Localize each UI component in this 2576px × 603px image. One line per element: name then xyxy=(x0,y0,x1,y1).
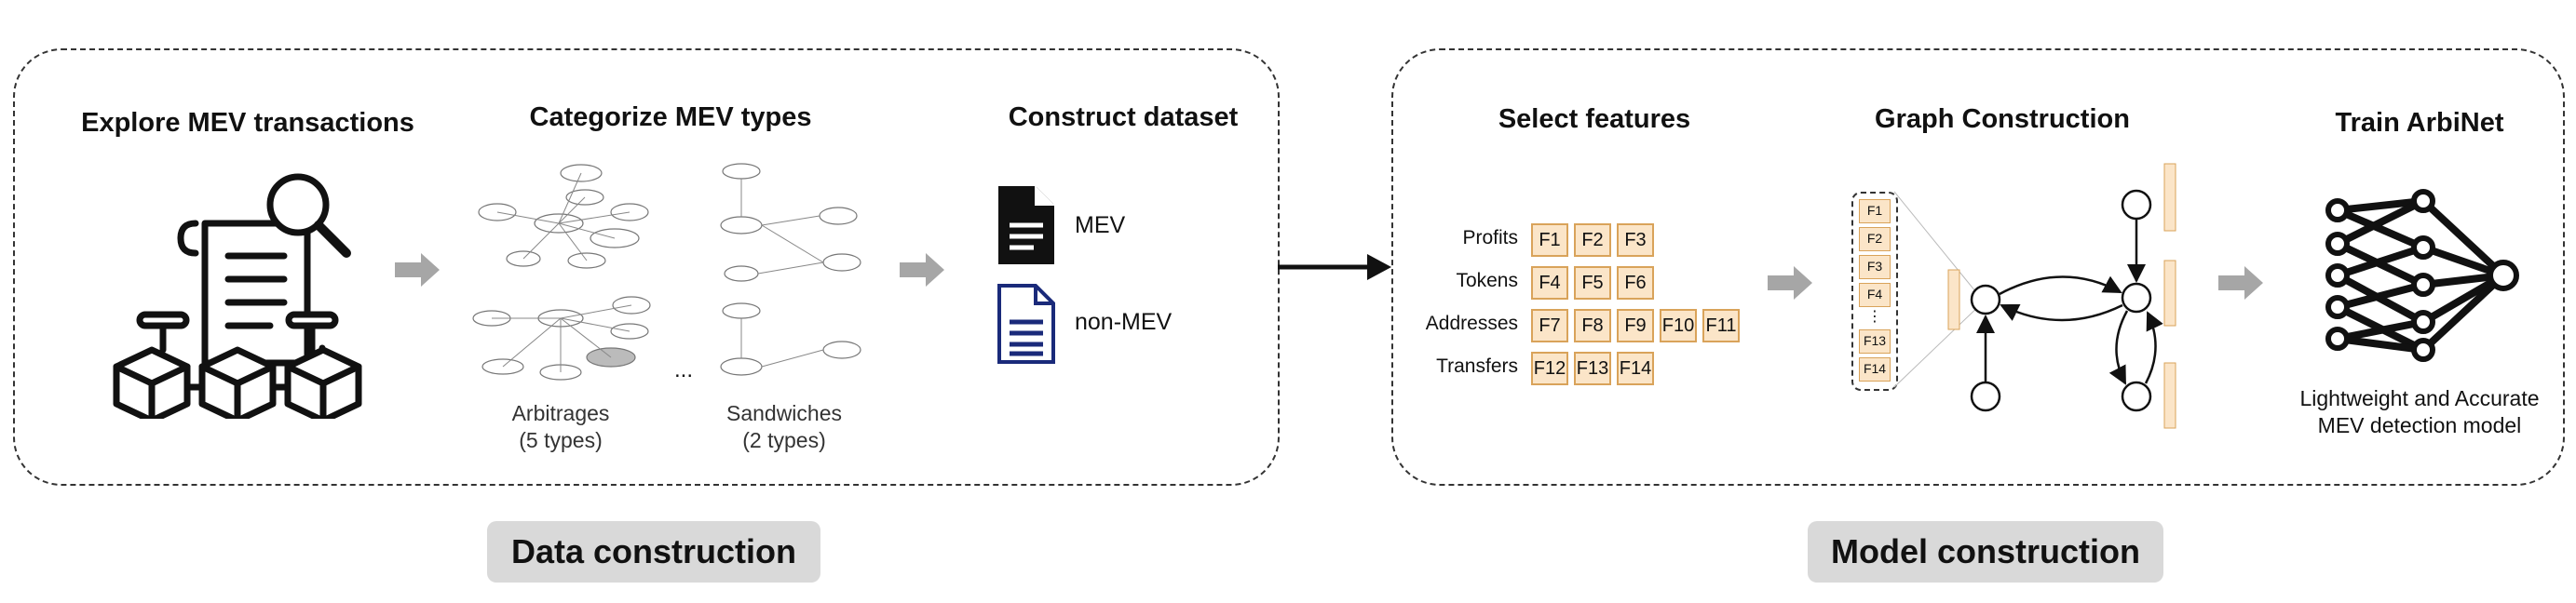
step-title-construct-dataset: Construct dataset xyxy=(1008,102,1239,132)
arbitrage-graph-thumbnail xyxy=(472,164,651,381)
feature-box: F14 xyxy=(1617,352,1654,385)
flow-arrow-2-icon xyxy=(900,253,944,287)
node-feature-box: F1 xyxy=(1859,199,1891,223)
feature-box: F13 xyxy=(1574,352,1611,385)
model-construction-label: Model construction xyxy=(1808,521,2163,583)
node-feature-list: F1 F2 F3 F4 ⋮ F13 F14 xyxy=(1851,192,1898,391)
feature-box: F11 xyxy=(1702,309,1740,342)
feature-box: F3 xyxy=(1617,223,1654,257)
mev-file-icon xyxy=(998,186,1054,264)
row-label-addresses: Addresses xyxy=(1425,313,1518,334)
node-feature-ellipsis: ⋮ xyxy=(1867,309,1882,325)
data-construction-label: Data construction xyxy=(487,521,820,583)
sandwiches-caption: Sandwiches (2 types) xyxy=(726,400,842,454)
model-caption-line2: MEV detection model xyxy=(2317,413,2522,437)
step-title-select-features: Select features xyxy=(1498,104,1691,134)
feature-box: F6 xyxy=(1617,266,1654,300)
step-title-explore: Explore MEV transactions xyxy=(81,108,414,138)
mev-label: MEV xyxy=(1075,212,1126,238)
non-mev-label: non-MEV xyxy=(1075,309,1173,335)
non-mev-file-icon xyxy=(997,284,1055,364)
sandwiches-detail: (2 types) xyxy=(742,428,826,452)
step-title-graph-construction: Graph Construction xyxy=(1875,104,2130,134)
feature-box: F2 xyxy=(1574,223,1611,257)
model-construction-panel xyxy=(1391,48,2565,486)
panel-connector-arrow-icon xyxy=(1278,254,1391,280)
model-caption-line1: Lightweight and Accurate xyxy=(2299,386,2540,410)
node-feature-box: F13 xyxy=(1859,329,1891,354)
more-types-ellipsis: ... xyxy=(674,357,694,382)
arbitrages-detail: (5 types) xyxy=(519,428,603,452)
feature-box: F5 xyxy=(1574,266,1611,300)
row-label-transfers: Transfers xyxy=(1436,355,1518,377)
step-title-train-arbinet: Train ArbiNet xyxy=(2335,108,2504,138)
feature-box: F7 xyxy=(1531,309,1568,342)
feature-box: F4 xyxy=(1531,266,1568,300)
feature-box: F1 xyxy=(1531,223,1568,257)
node-feature-box: F4 xyxy=(1859,283,1891,307)
feature-box: F8 xyxy=(1574,309,1611,342)
row-label-tokens: Tokens xyxy=(1456,270,1518,291)
node-feature-box: F2 xyxy=(1859,227,1891,251)
node-feature-box: F3 xyxy=(1859,255,1891,279)
arbitrages-name: Arbitrages xyxy=(511,401,610,425)
feature-box: F12 xyxy=(1531,352,1568,385)
neural-network-icon xyxy=(2325,189,2519,362)
blockchain-magnifier-icon xyxy=(113,173,362,419)
arbitrages-caption: Arbitrages (5 types) xyxy=(512,400,610,454)
flow-arrow-3-icon xyxy=(1768,266,1812,300)
step-title-categorize: Categorize MEV types xyxy=(529,102,812,132)
transaction-graph-icon xyxy=(1894,163,2176,429)
sandwiches-name: Sandwiches xyxy=(725,401,843,425)
node-feature-box: F14 xyxy=(1859,357,1891,382)
flow-arrow-1-icon xyxy=(395,253,440,287)
flow-arrow-4-icon xyxy=(2218,266,2263,300)
sandwich-graph-thumbnail xyxy=(720,163,861,376)
feature-box: F10 xyxy=(1660,309,1697,342)
model-caption: Lightweight and Accurate MEV detection m… xyxy=(2299,385,2539,439)
feature-box: F9 xyxy=(1617,309,1654,342)
row-label-profits: Profits xyxy=(1462,227,1518,248)
